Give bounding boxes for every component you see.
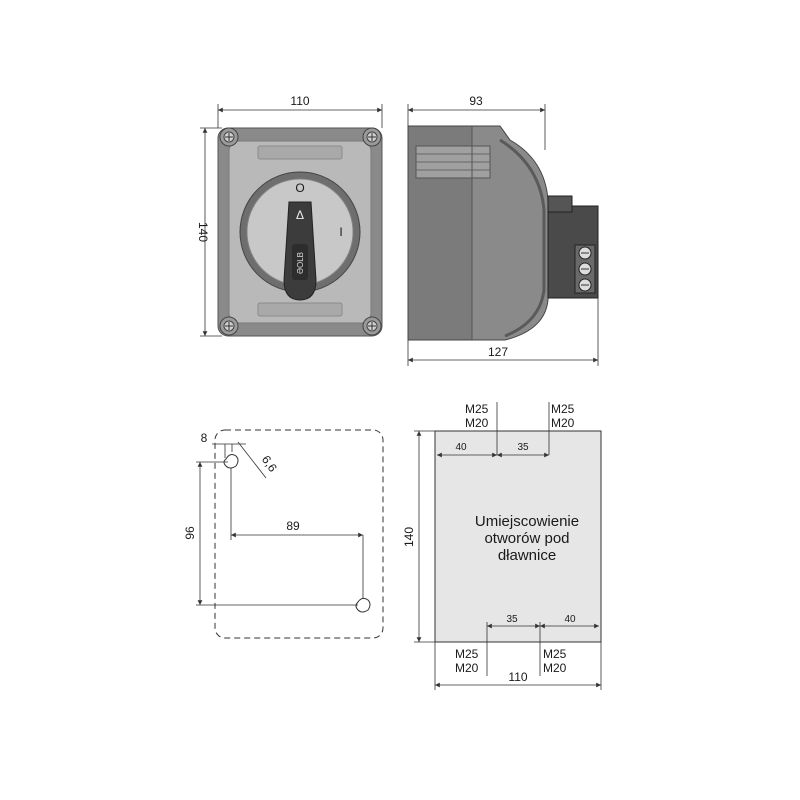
note-line-1: Umiejscowienie — [475, 513, 579, 530]
mounting-hole-top — [223, 454, 239, 469]
top-left-m20: M20 — [465, 416, 489, 430]
top-right-m25: M25 — [551, 402, 575, 416]
mark-off: O — [295, 181, 304, 195]
screw-icon — [219, 316, 239, 336]
glands-height-dim: 140 — [402, 527, 416, 547]
hole-dim: 6,6 — [259, 453, 280, 475]
front-view: 110 140 O — [196, 94, 383, 337]
top-right-m20: M20 — [551, 416, 575, 430]
top-spacing: 35 — [517, 442, 529, 453]
mounting-outline — [214, 429, 384, 639]
bottom-right-offset: 40 — [564, 614, 576, 625]
glands-width-dim: 110 — [508, 670, 527, 684]
front-width-dim: 110 — [290, 94, 309, 108]
top-left-offset: 40 — [455, 442, 467, 453]
glands-panel — [434, 430, 602, 643]
side-view: 93 127 — [407, 94, 599, 366]
handle-brand: ƏOLB — [296, 252, 305, 274]
label-slot-bottom — [257, 302, 343, 317]
bottom-spacing: 35 — [506, 614, 518, 625]
arrow-symbol: Δ — [296, 208, 304, 222]
terminal-icon — [578, 246, 592, 260]
screw-icon — [219, 127, 239, 147]
top-left-m25: M25 — [465, 402, 489, 416]
screw-icon — [362, 127, 382, 147]
terminal-icon — [578, 262, 592, 276]
mark-on: I — [339, 225, 342, 239]
front-height-dim: 140 — [196, 222, 210, 242]
bottom-right-m25: M25 — [543, 647, 567, 661]
mounting-hole-bottom — [355, 597, 371, 613]
side-depth-bottom-dim: 127 — [488, 345, 508, 359]
label-slot-top — [257, 145, 343, 160]
note-line-2: otworów pod — [484, 530, 569, 547]
side-depth-top-dim: 93 — [469, 94, 483, 108]
terminal-icon — [578, 278, 592, 292]
screw-icon — [362, 316, 382, 336]
note-line-3: dławnice — [498, 547, 556, 564]
bottom-left-m25: M25 — [455, 647, 479, 661]
housing-back-shade — [499, 138, 546, 338]
glands-view: M25 M20 M25 M20 40 35 Umiejscowienie otw… — [402, 402, 602, 690]
horizontal-dim: 89 — [286, 519, 300, 533]
vertical-dim: 96 — [183, 526, 197, 540]
bottom-left-m20: M20 — [455, 661, 479, 675]
mounting-view: 8 6,6 96 89 — [183, 429, 384, 639]
offset-dim: 8 — [201, 431, 208, 445]
bottom-right-m20: M20 — [543, 661, 567, 675]
